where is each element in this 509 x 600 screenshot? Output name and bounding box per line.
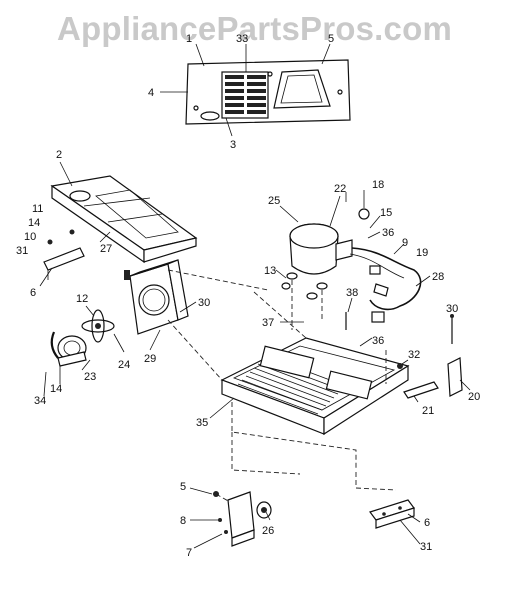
callout-14: 14 xyxy=(28,217,40,229)
callout-13: 13 xyxy=(264,265,276,277)
callout-22: 22 xyxy=(334,183,346,195)
callout-33: 33 xyxy=(236,33,248,45)
callout-31: 31 xyxy=(16,245,28,257)
callout-15: 15 xyxy=(380,207,392,219)
access-cover-panel xyxy=(185,59,351,125)
callout-32: 32 xyxy=(408,349,420,361)
callout-5: 5 xyxy=(328,33,334,45)
callout-24: 24 xyxy=(118,359,130,371)
relay-overload xyxy=(358,190,370,220)
watermark: AppliancePartsPros.com xyxy=(56,10,453,47)
callout-25: 25 xyxy=(268,195,280,207)
callout-10: 10 xyxy=(24,231,36,243)
base-pan xyxy=(220,337,410,436)
callout-30: 30 xyxy=(198,297,210,309)
callout-7: 7 xyxy=(186,547,192,559)
bracket-left xyxy=(43,229,85,280)
callout-8: 8 xyxy=(180,515,186,527)
callout-37: 37 xyxy=(262,317,274,329)
callout-19: 19 xyxy=(416,247,428,259)
bracket-right xyxy=(447,357,463,397)
callout-35: 35 xyxy=(196,417,208,429)
callout-4: 4 xyxy=(148,87,154,99)
rail-bracket xyxy=(369,499,415,529)
grommets xyxy=(281,272,328,300)
callout-12: 12 xyxy=(76,293,88,305)
leg-bracket-assembly xyxy=(213,491,272,547)
callout-36: 36 xyxy=(372,335,384,347)
callout-29: 29 xyxy=(144,353,156,365)
callout-18: 18 xyxy=(372,179,384,191)
callout-23: 23 xyxy=(84,371,96,383)
wiring-harness xyxy=(349,247,422,323)
callout-5: 5 xyxy=(180,481,186,493)
callout-6: 6 xyxy=(424,517,430,529)
callout-27: 27 xyxy=(100,243,112,255)
callout-1: 1 xyxy=(186,33,192,45)
callout-31: 31 xyxy=(420,541,432,553)
callout-9: 9 xyxy=(402,237,408,249)
compressor xyxy=(289,223,353,275)
callout-28: 28 xyxy=(432,271,444,283)
callout-3: 3 xyxy=(230,139,236,151)
callout-2: 2 xyxy=(56,149,62,161)
callout-38: 38 xyxy=(346,287,358,299)
fan-blade xyxy=(81,309,115,343)
drain-tube xyxy=(403,381,439,399)
fan-motor xyxy=(50,331,87,367)
callout-36: 36 xyxy=(382,227,394,239)
fan-shroud xyxy=(124,259,189,335)
callout-26: 26 xyxy=(262,525,274,537)
callout-30: 30 xyxy=(446,303,458,315)
callout-21: 21 xyxy=(422,405,434,417)
evaporator-cover xyxy=(50,175,198,264)
callout-labels: 1 33 5 4 3 2 11 14 10 31 27 6 12 30 29 2… xyxy=(16,33,480,559)
callout-20: 20 xyxy=(468,391,480,403)
callout-14: 14 xyxy=(50,383,62,395)
callout-6: 6 xyxy=(30,287,36,299)
callout-11: 11 xyxy=(32,203,43,215)
callout-34: 34 xyxy=(34,395,46,407)
